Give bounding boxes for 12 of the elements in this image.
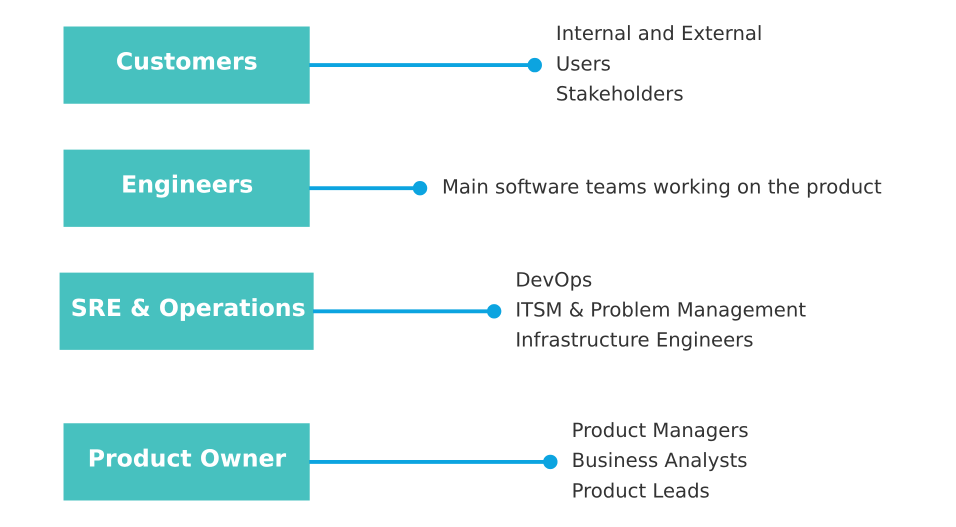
node-box: SRE & Operations bbox=[60, 272, 314, 350]
node-box: Product Owner bbox=[64, 423, 310, 501]
connector bbox=[309, 58, 542, 72]
connector bbox=[313, 304, 502, 318]
node-box: Engineers bbox=[64, 150, 310, 227]
node-text: DevOps ITSM & Problem Management Infrastructure Engineers bbox=[515, 268, 806, 352]
node-box: Customers bbox=[64, 26, 310, 104]
node-text: Product Managers Business Analysts Product Leads bbox=[572, 419, 749, 502]
connector bbox=[309, 454, 558, 470]
node-text: Main software teams working on the product bbox=[442, 175, 882, 198]
node-text: Internal and External Users Stakeholders bbox=[556, 22, 762, 106]
connector bbox=[309, 181, 428, 196]
